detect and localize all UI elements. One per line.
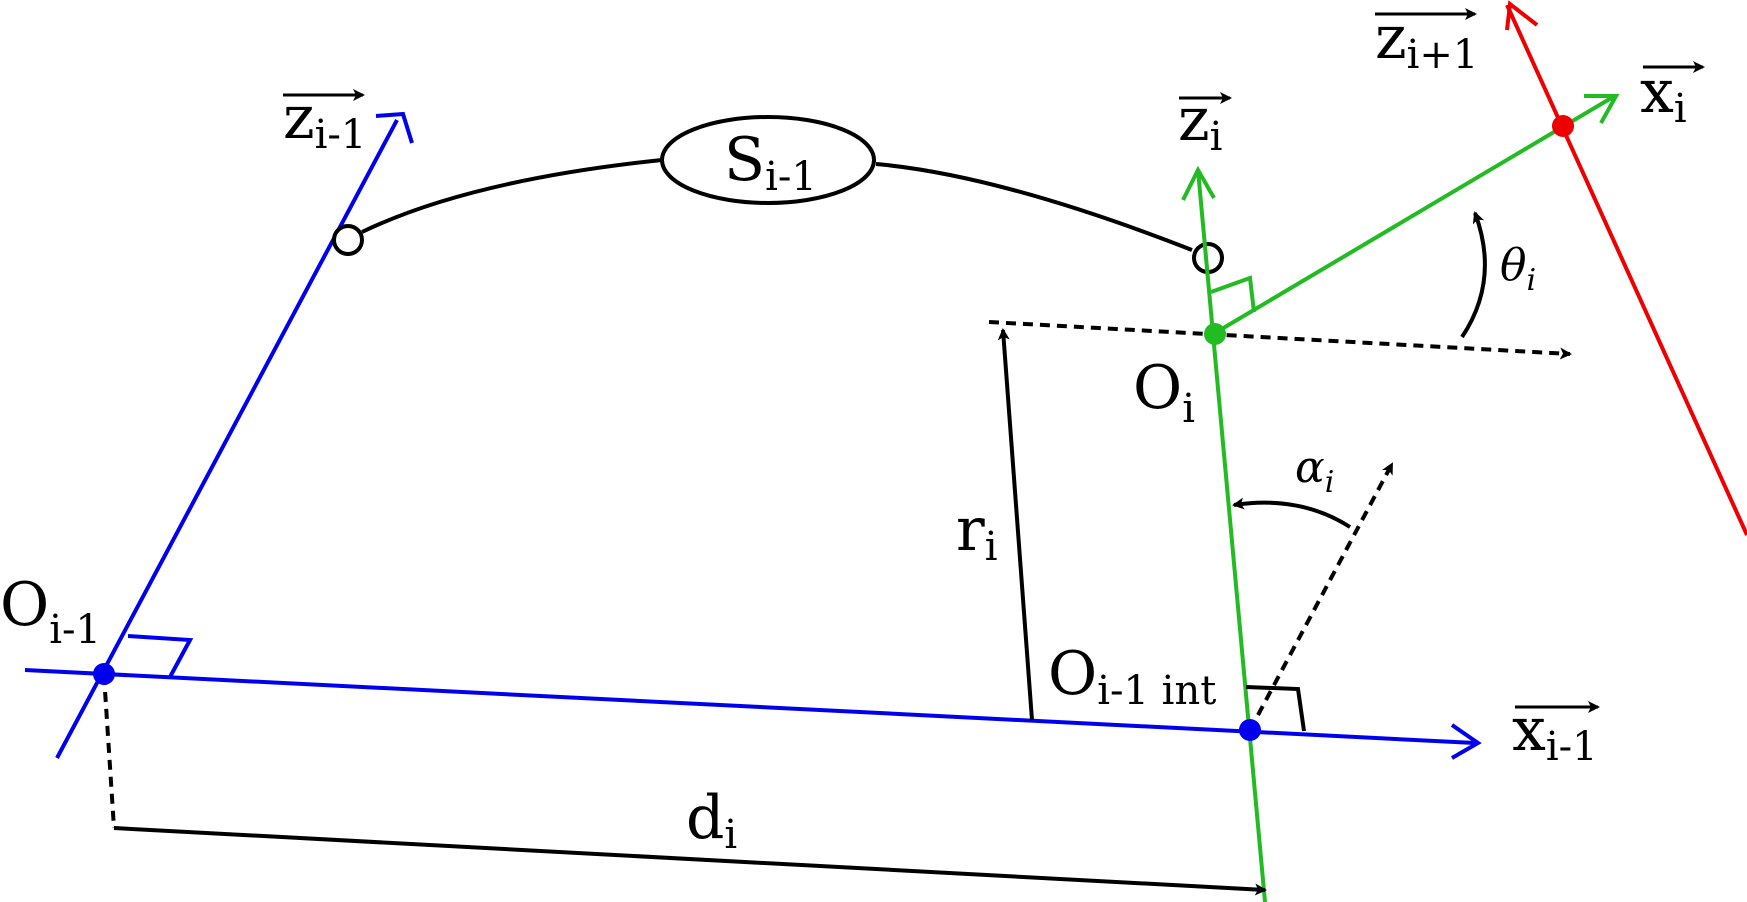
theta-i-label: θi [1500,240,1536,298]
o-i-label: Oi [1133,353,1195,432]
z-prev-axis [55,119,399,759]
link-curve-left [361,158,663,234]
r-i-label: ri [956,495,997,570]
z-i-label: zi [1178,85,1222,160]
d-i-label: di [686,783,737,858]
z-prev-label: zi-1 [283,83,366,158]
alpha-i-label: αi [1295,442,1334,500]
s-prev-label: Si-1 [724,125,817,200]
theta-arc [1460,211,1487,339]
o-prev-drop-dashed-line [102,674,116,829]
o-prev-label: Oi-1 [0,570,101,653]
z-i-arrowhead [1181,165,1216,201]
z-next-arrowhead [1505,0,1539,31]
x-prev-label: xi-1 [1512,695,1598,770]
point-z-next-intersection [1552,115,1574,137]
link-ellipse [660,115,876,205]
theta-reference-dashed-line [988,320,1572,360]
link-curve-right [875,162,1193,252]
x-prev-axis [24,668,1476,745]
right-angle-mark-o-prev [127,634,194,678]
x-i-axis [1213,95,1615,335]
x-prev-arrowhead [1450,723,1482,760]
x-i-arrowhead [1584,94,1620,124]
right-angle-mark-o-int [1245,685,1306,732]
x-i-label: xi [1640,57,1687,132]
z-i-axis [1196,169,1267,902]
point-o-int [1239,719,1261,741]
z-next-axis [1505,4,1747,536]
d-i-dimension-line [113,826,1267,896]
right-angle-mark-o-i [1210,275,1256,313]
z-prev-arrowhead [375,111,414,144]
r-i-arrow [997,328,1034,721]
point-o-prev [93,663,115,685]
o-int-label: Oi-1 int [1048,639,1216,714]
point-o-i [1204,323,1226,345]
joint-circle-left [332,224,364,256]
z-next-label: zi+1 [1375,3,1478,78]
alpha-arc [1232,497,1352,529]
